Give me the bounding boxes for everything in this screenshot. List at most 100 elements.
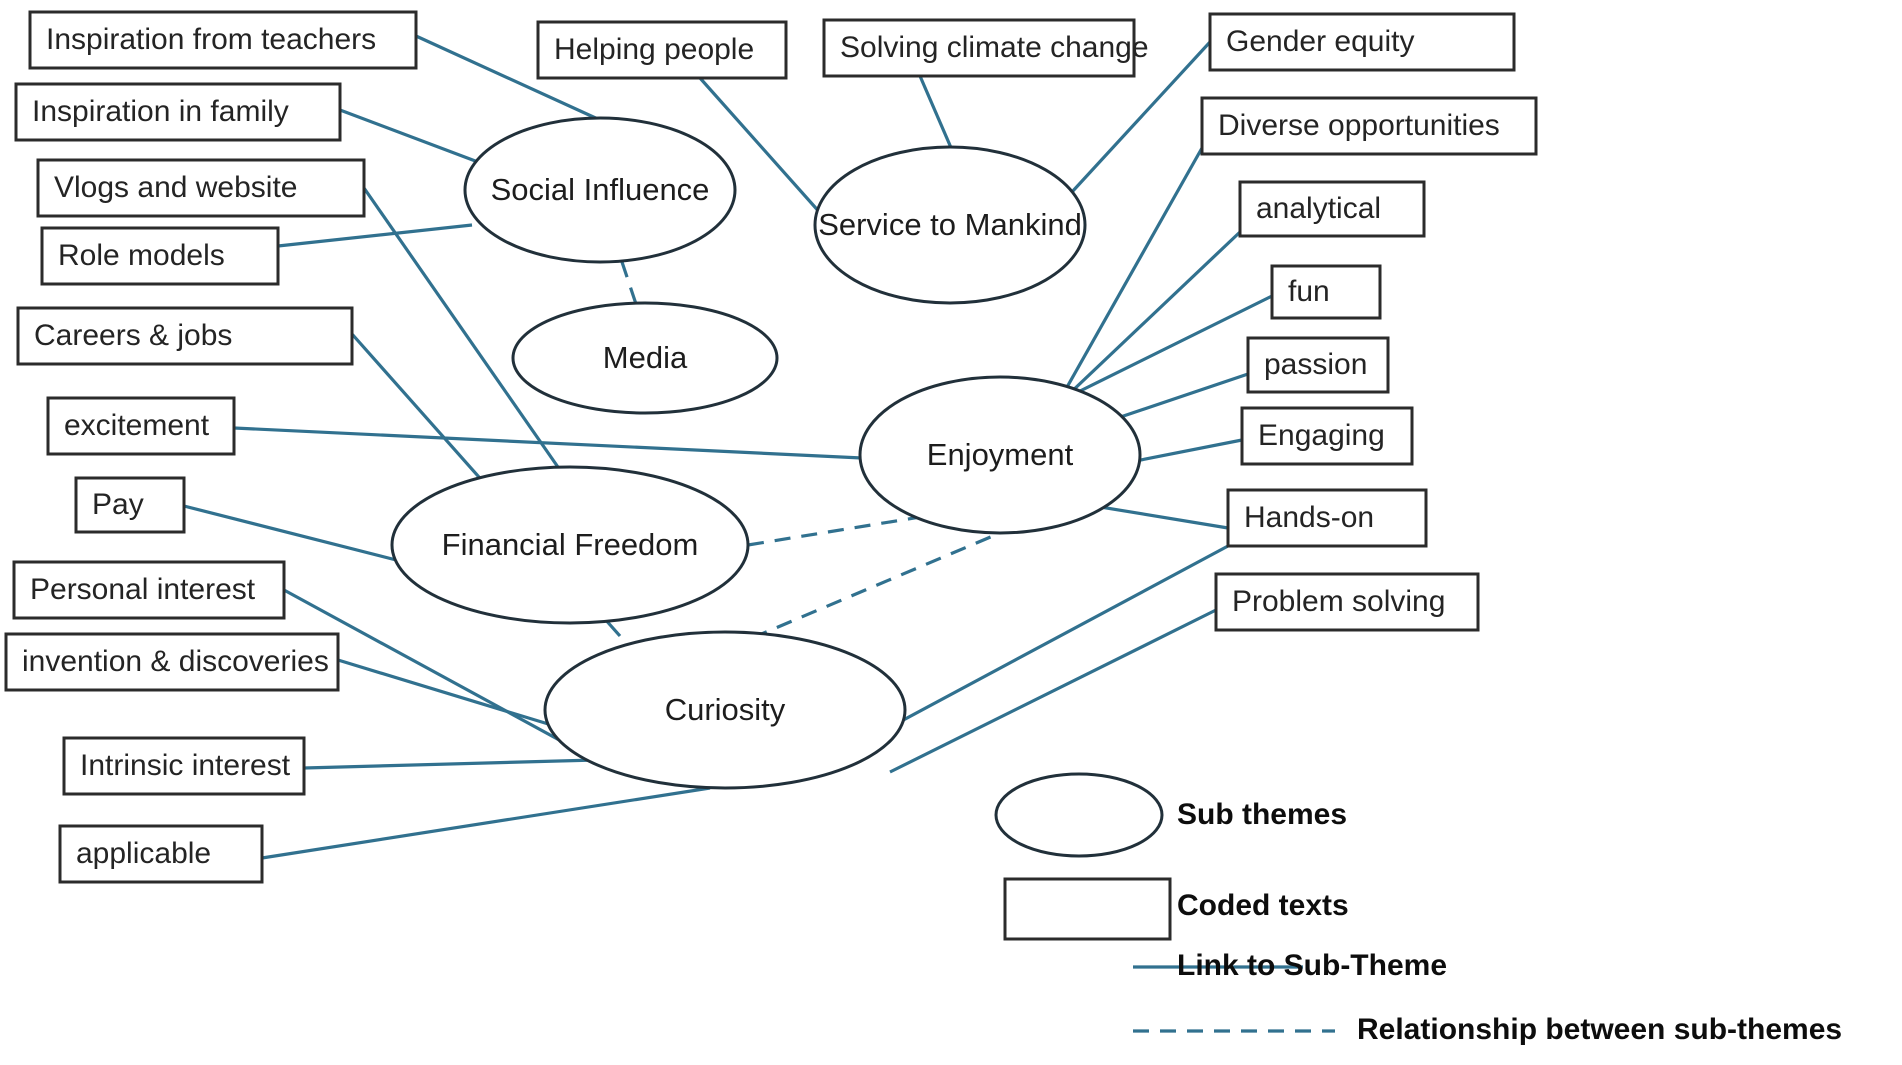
sub-theme-ellipse (813, 145, 1087, 305)
legend-sub-themes-label: Sub themes (1177, 798, 1347, 831)
sub-theme-ellipse (511, 301, 779, 415)
coded-text-box-personal-interest[interactable]: Personal interest (12, 560, 286, 620)
coded-text-label: Inspiration from teachers (46, 23, 376, 56)
coded-text-rect (62, 736, 306, 796)
sub-theme-ellipse (463, 116, 737, 264)
coded-text-rect (28, 10, 418, 70)
coded-text-rect (46, 396, 236, 456)
sub-theme-ellipse (858, 375, 1142, 535)
sub-theme-ellipse (543, 630, 907, 790)
coded-text-label: Vlogs and website (54, 171, 298, 204)
sub-theme-label: Curiosity (665, 692, 786, 727)
coded-text-box-pay[interactable]: Pay (74, 476, 186, 534)
legend-relationship-label: Relationship between sub-themes (1357, 1013, 1842, 1046)
coded-text-box-role-models[interactable]: Role models (40, 226, 280, 286)
link-fun--enjoyment (1069, 294, 1273, 398)
sub-theme-curiosity[interactable]: Curiosity (543, 630, 907, 790)
sub-theme-label: Service to Mankind (818, 207, 1082, 242)
legend-rectangle-icon (1003, 877, 1172, 941)
sub-theme-label: Enjoyment (927, 437, 1074, 472)
coded-text-label: Diverse opportunities (1218, 109, 1500, 142)
link-invention-and-discoveries--curiosity (337, 658, 569, 732)
link-vlogs-and-website--curiosity (362, 187, 562, 471)
legend-coded-texts-label: Coded texts (1177, 889, 1349, 922)
coded-text-rect (1226, 488, 1428, 548)
coded-text-box-problem-solving[interactable]: Problem solving (1214, 572, 1480, 632)
coded-text-label: Gender equity (1226, 25, 1414, 58)
link-pay--financial-freedom (183, 504, 405, 564)
sub-theme-service-to-mankind[interactable]: Service to Mankind (813, 145, 1087, 305)
sub-theme-media[interactable]: Media (511, 301, 779, 415)
coded-text-label: invention & discoveries (22, 645, 329, 678)
coded-text-rect (822, 18, 1136, 78)
coded-text-rect (1238, 180, 1426, 238)
coded-text-box-hands-on[interactable]: Hands-on (1226, 488, 1428, 548)
coded-text-label: fun (1288, 275, 1330, 308)
coded-text-box-intrinsic-interest[interactable]: Intrinsic interest (62, 736, 306, 796)
link-diverse-opportunities--enjoyment (1060, 147, 1204, 397)
coded-text-box-fun[interactable]: fun (1270, 264, 1382, 320)
sub-theme-ellipse (390, 465, 750, 625)
link-excitement--enjoyment (233, 426, 863, 460)
coded-text-box-invention-and-discoveries[interactable]: invention & discoveries (4, 632, 340, 692)
link-curiosity--hands-on (865, 544, 1229, 742)
coded-text-box-inspiration-from-teachers[interactable]: Inspiration from teachers (28, 10, 418, 70)
coded-text-label: Intrinsic interest (80, 749, 291, 782)
coded-text-box-gender-equity[interactable]: Gender equity (1208, 12, 1516, 72)
relationships-layer (620, 261, 1001, 640)
link-intrinsic-interest--curiosity (303, 758, 597, 770)
coded-text-rect (14, 82, 342, 142)
coded-text-label: Engaging (1258, 419, 1385, 452)
coded-text-label: Hands-on (1244, 501, 1374, 534)
coded-text-label: excitement (64, 409, 210, 442)
coded-text-box-careers-and-jobs[interactable]: Careers & jobs (16, 306, 354, 366)
link-applicable--curiosity (261, 786, 711, 860)
coded-text-rect (1214, 572, 1480, 632)
link-gender-equity--service-to-mankind (1058, 40, 1212, 207)
coded-text-rect (40, 226, 280, 286)
coded-text-rect (1270, 264, 1382, 320)
coded-text-box-vlogs-and-website[interactable]: Vlogs and website (36, 158, 366, 218)
link-inspiration-from-teachers--social-influence (415, 34, 601, 122)
relationship-social-influence--media (620, 261, 638, 305)
coded-text-label: applicable (76, 837, 211, 870)
coded-text-rect (36, 158, 366, 218)
coded-text-rect (1200, 96, 1538, 156)
coded-text-box-solving-climate-change[interactable]: Solving climate change (822, 18, 1149, 78)
coded-text-rect (12, 560, 286, 620)
coded-text-box-diverse-opportunities[interactable]: Diverse opportunities (1200, 96, 1538, 156)
relationship-financial-freedom--enjoyment (747, 511, 946, 547)
sub-theme-enjoyment[interactable]: Enjoyment (858, 375, 1142, 535)
sub-theme-financial-freedom[interactable]: Financial Freedom (390, 465, 750, 625)
legend-link-label: Link to Sub-Theme (1177, 949, 1447, 982)
sub-theme-social-influence[interactable]: Social Influence (463, 116, 737, 264)
sub-theme-label: Social Influence (491, 172, 710, 207)
coded-text-label: Role models (58, 239, 225, 272)
coded-text-label: Inspiration in family (32, 95, 289, 128)
coded-text-box-excitement[interactable]: excitement (46, 396, 236, 456)
coded-text-label: Pay (92, 488, 144, 521)
coded-text-box-helping-people[interactable]: Helping people (536, 20, 788, 80)
coded-text-rect (58, 824, 264, 884)
coded-text-label: passion (1264, 348, 1367, 381)
sub-theme-label: Media (603, 340, 688, 375)
coded-text-label: Careers & jobs (34, 319, 232, 352)
coded-text-rect (16, 306, 354, 366)
coded-text-box-inspiration-in-family[interactable]: Inspiration in family (14, 82, 342, 142)
coded-text-rect (536, 20, 788, 80)
coded-text-rect (74, 476, 186, 534)
relationship-curiosity--enjoyment (751, 531, 1001, 640)
coded-text-box-analytical[interactable]: analytical (1238, 180, 1426, 238)
legend: Sub themes Coded texts Link to Sub-Theme… (994, 772, 1842, 1046)
link-inspiration-in-family--social-influence (339, 108, 479, 164)
coded-text-rect (1208, 12, 1516, 72)
coded-text-rect (4, 632, 340, 692)
coded-text-box-applicable[interactable]: applicable (58, 824, 264, 884)
coded-text-box-engaging[interactable]: Engaging (1240, 406, 1414, 466)
coded-text-box-passion[interactable]: passion (1246, 336, 1390, 394)
coded-text-label: Problem solving (1232, 585, 1445, 618)
legend-ellipse-icon (994, 772, 1164, 858)
